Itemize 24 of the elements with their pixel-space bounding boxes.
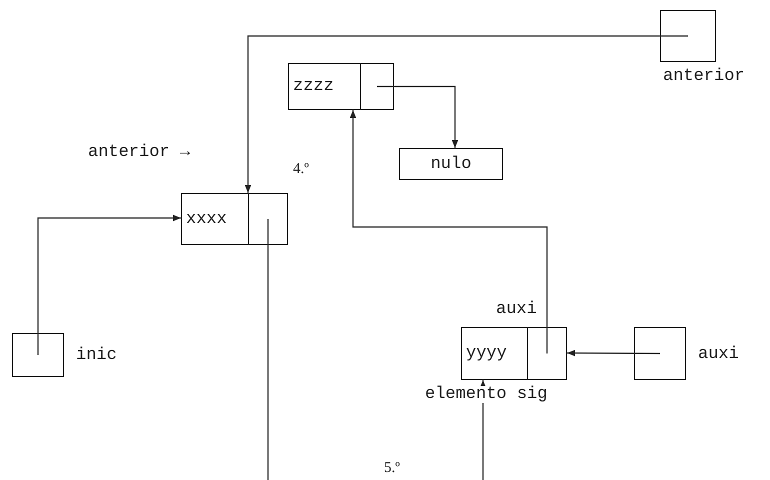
pointer-name: auxi: [698, 346, 739, 363]
node-text: yyyy: [462, 328, 528, 379]
arrow: [377, 86, 458, 148]
list-node-box: [288, 63, 394, 110]
pointer-box: [12, 333, 64, 377]
arrow: [350, 110, 548, 354]
annotation-label: anterior →: [88, 144, 190, 161]
step-number: 5.º: [384, 461, 400, 476]
step-number: 4.º: [293, 162, 309, 177]
node-text: nulo: [430, 154, 472, 176]
arrow: [567, 350, 660, 356]
annotation-label: auxi: [496, 301, 537, 318]
pointer-name: anterior: [663, 68, 745, 85]
arrow: [244, 35, 688, 193]
list-node-box: [461, 327, 567, 380]
node-text: zzzz: [289, 64, 361, 109]
pointer-name: inic: [76, 347, 117, 364]
pointer-box: [660, 10, 716, 62]
list-node-box: [181, 193, 288, 245]
pointer-box: [634, 327, 686, 380]
value-box: [399, 148, 503, 180]
node-text: xxxx: [182, 194, 249, 244]
annotation-label: elemento sig: [425, 386, 548, 403]
arrow: [37, 214, 181, 355]
